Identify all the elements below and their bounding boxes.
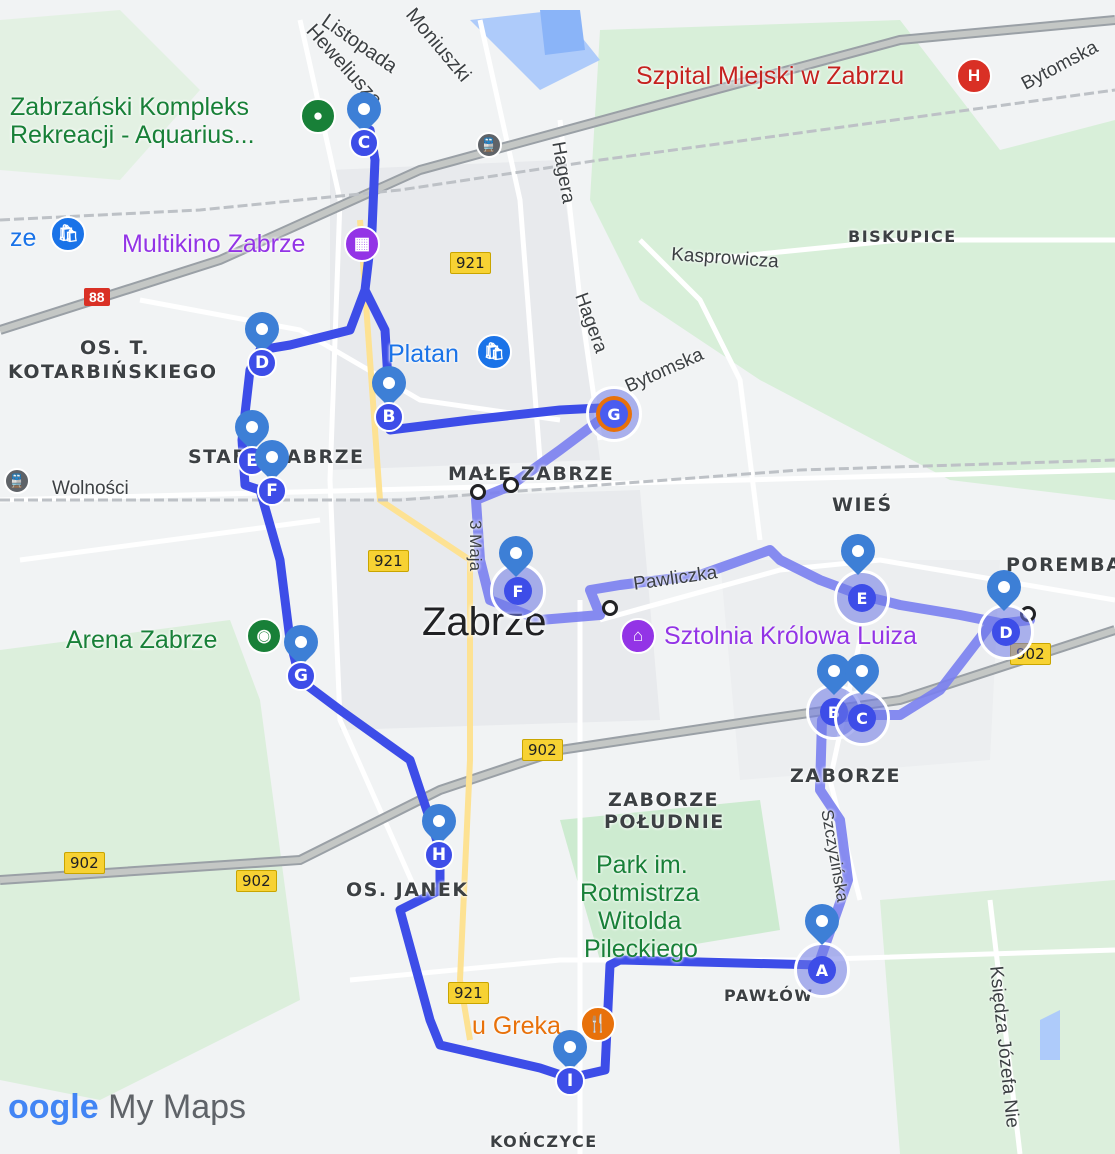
- poi-label-sztolnia[interactable]: Sztolnia Królowa Luiza: [664, 622, 917, 650]
- route-stop-pin-top: [491, 528, 541, 578]
- poi-label-park-line4[interactable]: Pileckiego: [584, 935, 698, 963]
- brand-google: oogle: [8, 1088, 99, 1126]
- poi-label-platan[interactable]: Platan: [388, 340, 459, 368]
- district-label-os-janek: OS. JANEK: [346, 879, 469, 901]
- route-stop-pin-b[interactable]: B: [364, 358, 414, 440]
- poi-label-multikino[interactable]: Multikino Zabrze: [122, 230, 306, 258]
- district-label-zaborze-poludnie: POŁUDNIE: [604, 811, 725, 833]
- poi-label-aquarius-line1[interactable]: Zabrzański Kompleks: [10, 93, 249, 121]
- district-label-pawlow: PAWŁÓW: [724, 986, 814, 1005]
- route-stop-pin-f[interactable]: F: [247, 432, 297, 514]
- route-stop-pin-top: [979, 562, 1029, 612]
- route-stop-pin-i[interactable]: I: [545, 1022, 595, 1104]
- poi-label-arena[interactable]: Arena Zabrze: [66, 626, 218, 654]
- train-station-icon[interactable]: 🚆: [4, 468, 30, 494]
- street-label-wolnosci: Wolności: [52, 478, 129, 499]
- poi-label-park-line1[interactable]: Park im.: [596, 851, 688, 879]
- road-shield-902: 902: [522, 739, 563, 761]
- road-shield-902: 902: [236, 870, 277, 892]
- poi-label-park-line3[interactable]: Witolda: [598, 907, 682, 935]
- restaurant-icon[interactable]: 🍴: [580, 1006, 616, 1042]
- route-stop-ring-d[interactable]: D: [978, 604, 1034, 660]
- hospital-icon[interactable]: H: [956, 58, 992, 94]
- route-waypoint[interactable]: [470, 484, 486, 500]
- poi-label-szpital[interactable]: Szpital Miejski w Zabrzu: [636, 62, 905, 90]
- district-label-poremba: POREMBA: [1006, 554, 1115, 576]
- route-stop-pin-h[interactable]: H: [414, 796, 464, 878]
- route-stop-pin-top: [809, 646, 859, 696]
- district-label-zaborze-poludnie: ZABORZE: [608, 789, 720, 811]
- district-label-konczyce: KOŃCZYCE: [490, 1132, 598, 1151]
- stadium-icon[interactable]: ◉: [246, 618, 282, 654]
- road-shield-88: 88: [84, 288, 110, 306]
- district-label-kotarbinskiego: KOTARBIŃSKIEGO: [8, 361, 218, 383]
- cinema-icon[interactable]: ▦: [344, 226, 380, 262]
- road-shield-902: 902: [64, 852, 105, 874]
- district-label-zaborze: ZABORZE: [790, 765, 902, 787]
- route-stop-pin-top: [797, 896, 847, 946]
- road-shield-921: 921: [450, 252, 491, 274]
- district-label-wies: WIEŚ: [832, 494, 893, 516]
- shopping-icon[interactable]: 🛍: [476, 334, 512, 370]
- route-stop-pin-c[interactable]: C: [339, 84, 389, 166]
- district-label-biskupice: BISKUPICE: [848, 227, 957, 246]
- route-stop-ring-g[interactable]: G: [586, 386, 642, 442]
- train-station-icon[interactable]: 🚆: [476, 132, 502, 158]
- route-stop-ring-a[interactable]: A: [794, 942, 850, 998]
- poi-label-greka[interactable]: u Greka: [472, 1012, 561, 1040]
- route-stop-pin-g[interactable]: G: [276, 617, 326, 699]
- road-shield-921: 921: [368, 550, 409, 572]
- google-my-maps-logo: oogle My Maps: [8, 1088, 246, 1127]
- route-stop-ring-c[interactable]: C: [834, 690, 890, 746]
- museum-icon[interactable]: ⌂: [620, 618, 656, 654]
- poi-label-ze[interactable]: ze: [10, 224, 37, 252]
- route-stop-pin-top: [833, 526, 883, 576]
- poi-label-park-line2[interactable]: Rotmistrza: [580, 879, 700, 907]
- street-label-3-maja: 3 Maja: [466, 520, 485, 572]
- district-label-os-t: OS. T.: [80, 337, 150, 359]
- brand-my-maps: My Maps: [108, 1088, 247, 1126]
- route-stop-ring-e[interactable]: E: [834, 570, 890, 626]
- route-waypoint[interactable]: [602, 600, 618, 616]
- route-stop-ring-f[interactable]: F: [490, 563, 546, 619]
- shopping-icon[interactable]: 🛍: [50, 216, 86, 252]
- poi-label-aquarius-line2[interactable]: Rekreacji - Aquarius...: [10, 121, 255, 149]
- route-stop-pin-d[interactable]: D: [237, 304, 287, 386]
- route-waypoint[interactable]: [503, 477, 519, 493]
- route-stop-pin-top: [837, 646, 887, 696]
- park-icon[interactable]: ●: [300, 98, 336, 134]
- road-shield-921: 921: [448, 982, 489, 1004]
- district-label-male-zabrze: MAŁE ZABRZE: [448, 463, 615, 485]
